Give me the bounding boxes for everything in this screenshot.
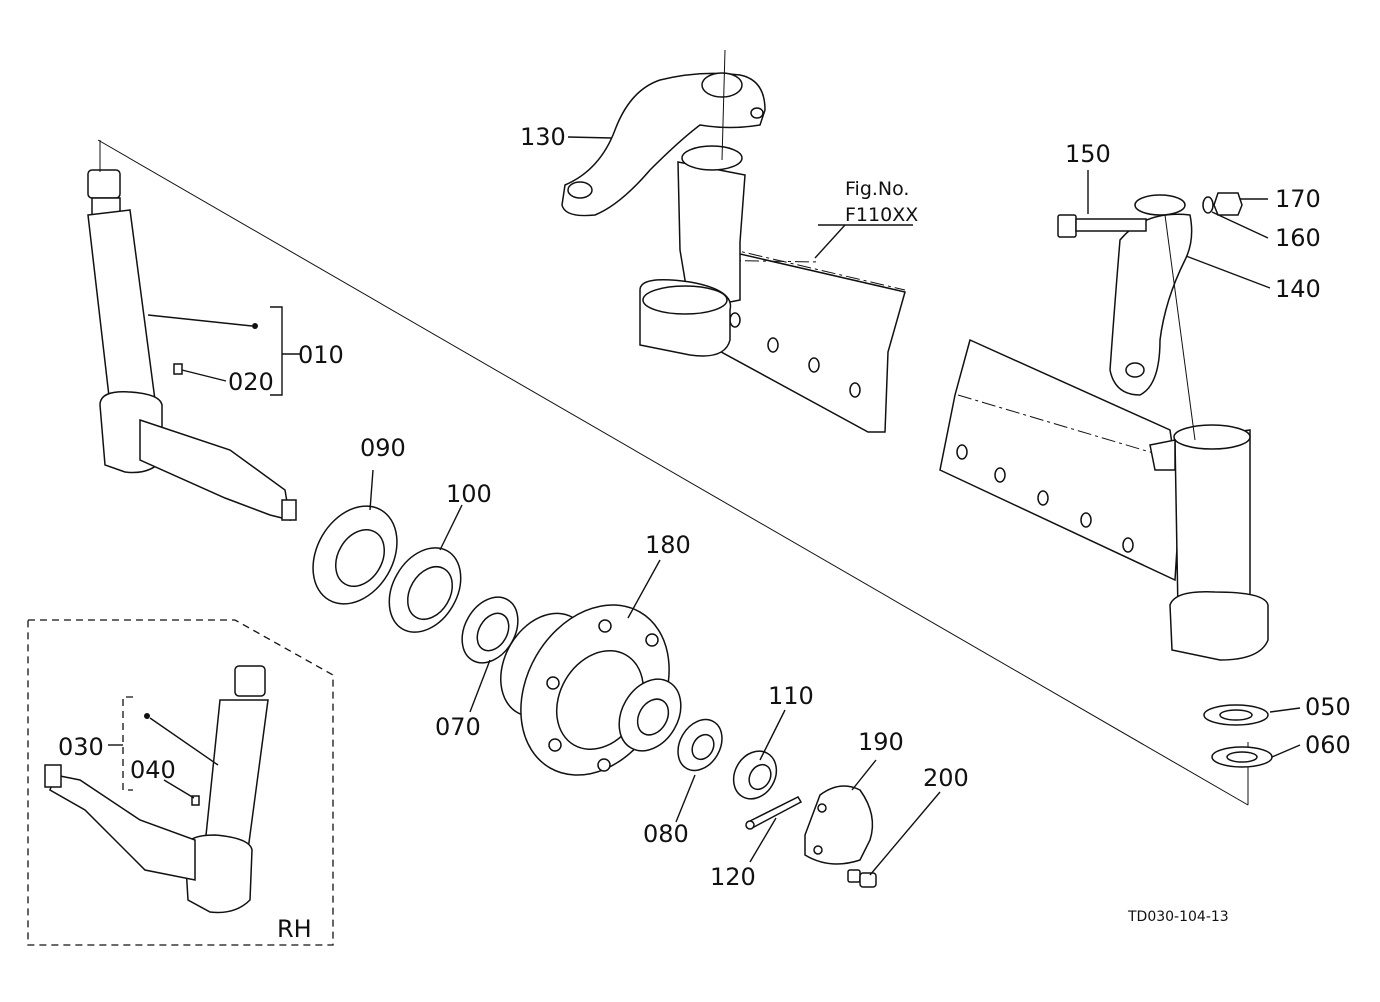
- fig-ref-line1: Fig.No.: [845, 178, 909, 200]
- inset-label-rh: RH: [277, 915, 312, 943]
- wheel-hub-180: [500, 604, 682, 776]
- callout-070: 070: [435, 713, 481, 741]
- callout-190: 190: [858, 728, 904, 756]
- callout-170: 170: [1275, 185, 1321, 213]
- bearing-080: [677, 718, 723, 772]
- callout-120: 120: [710, 863, 756, 891]
- callout-180: 180: [645, 531, 691, 559]
- steering-knuckle-rh-030: [44, 665, 269, 914]
- callout-050: 050: [1305, 693, 1351, 721]
- callout-010: 010: [298, 341, 344, 369]
- cotter-pin-120: [745, 796, 803, 830]
- callout-110: 110: [768, 682, 814, 710]
- callout-160: 160: [1275, 224, 1321, 252]
- steering-arm-130: [561, 49, 766, 217]
- bearing-070: [461, 596, 519, 664]
- bearing-100: [388, 547, 462, 633]
- rh-inset: [27, 619, 334, 946]
- grease-fitting-200: [847, 869, 877, 888]
- axle-beam-left: [639, 145, 906, 433]
- callout-150: 150: [1065, 140, 1111, 168]
- castle-nut-110: [732, 750, 778, 800]
- lock-washer-160: [1202, 196, 1214, 214]
- callout-040: 040: [130, 756, 176, 784]
- callout-030: 030: [58, 733, 104, 761]
- leader-lines: [108, 136, 1301, 876]
- bolt-150: [1057, 214, 1147, 238]
- grease-fitting-040: [191, 795, 200, 806]
- callout-090: 090: [360, 434, 406, 462]
- callout-130: 130: [520, 123, 566, 151]
- callout-200: 200: [923, 764, 969, 792]
- callout-060: 060: [1305, 731, 1351, 759]
- oil-seal-090: [312, 505, 398, 605]
- hub-cap-190: [804, 785, 874, 865]
- callout-140: 140: [1275, 275, 1321, 303]
- steering-arm-140: [1109, 194, 1196, 441]
- shim-060: [1211, 746, 1273, 768]
- grease-fitting-020: [173, 363, 183, 375]
- axle-beam-right: [939, 338, 1269, 661]
- fig-ref-line2: F110XX: [845, 204, 918, 226]
- steering-knuckle-lh-010: [87, 140, 297, 522]
- callout-labels: 010 020 030 040 050 060 070 080 090 100 …: [58, 123, 1351, 943]
- drawing-id: TD030-104-13: [1127, 909, 1229, 925]
- thrust-washer-050: [1203, 704, 1269, 726]
- callout-020: 020: [228, 368, 274, 396]
- nut-170: [1213, 192, 1243, 216]
- callout-080: 080: [643, 820, 689, 848]
- callout-100: 100: [446, 480, 492, 508]
